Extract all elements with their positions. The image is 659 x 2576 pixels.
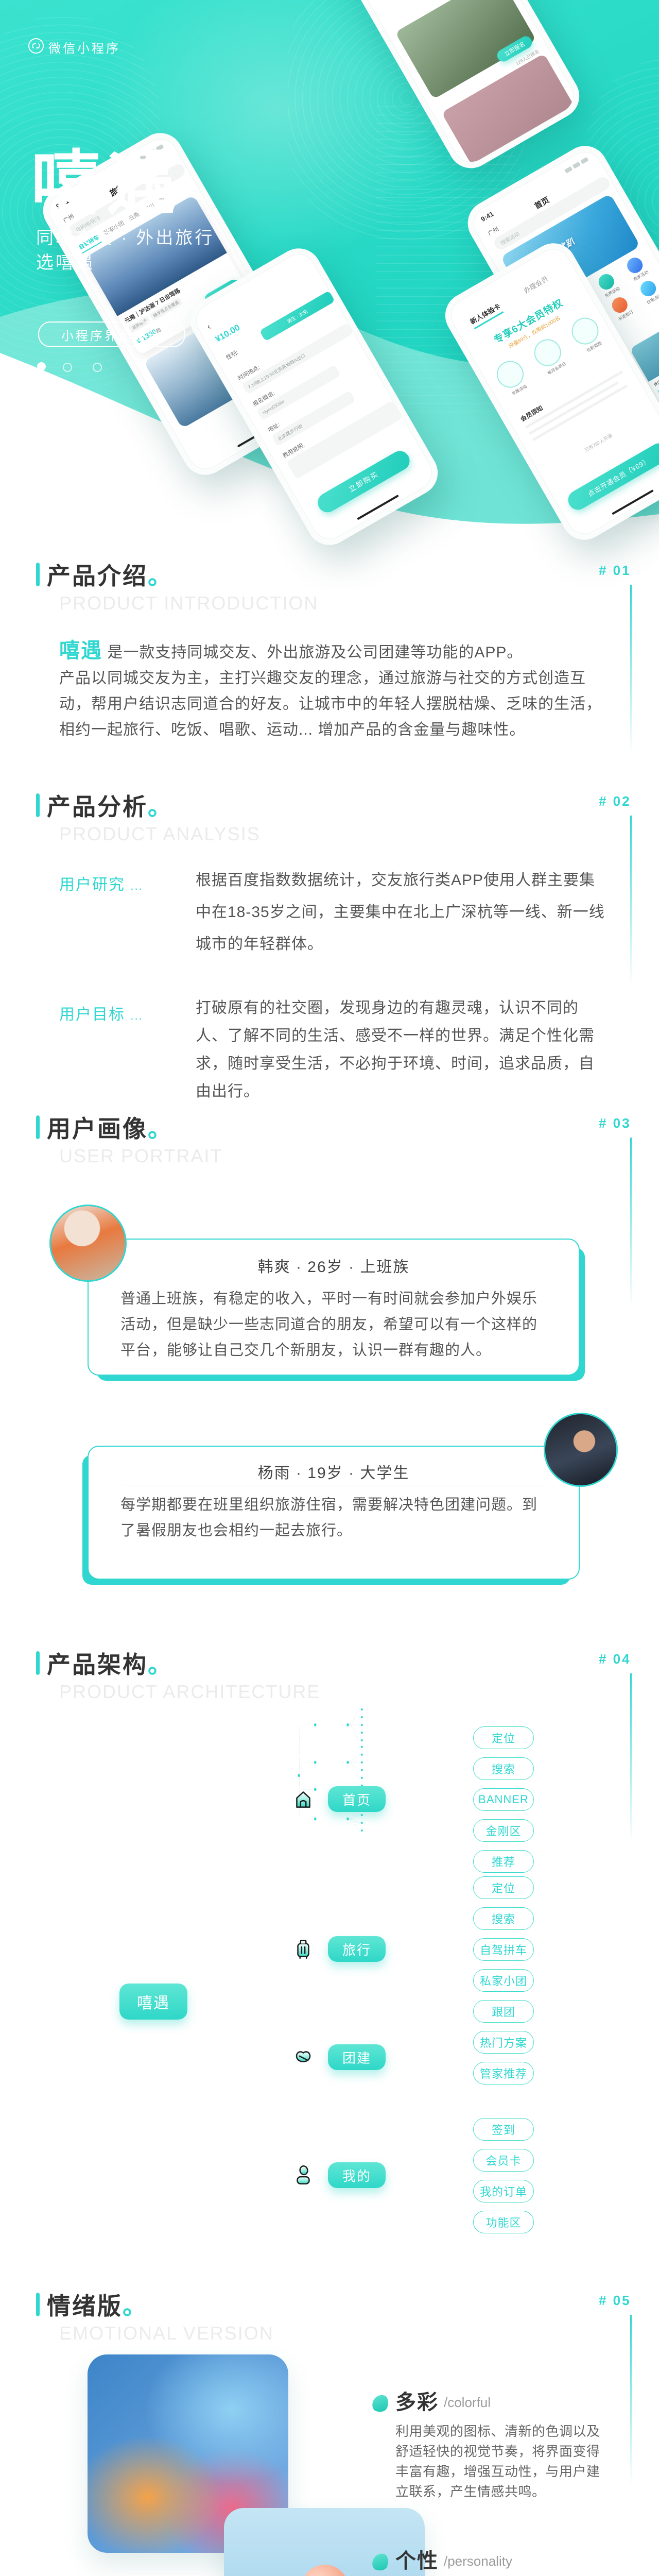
hero-pill-button[interactable]: 小程序界面设计 <box>38 321 185 347</box>
persona-card-2: 杨雨 · 19岁 · 大学生 每学期都要在班里组织旅游住宿，需要解决特色团建问题… <box>88 1446 580 1580</box>
section-title-architecture: 产品架构。 <box>47 1651 173 1678</box>
analysis-label-research: 用户研究 ... <box>59 876 143 893</box>
section-number: # 05 <box>599 2293 631 2308</box>
persona1-name: 韩爽 · 26岁 · 上班族 <box>257 1259 410 1276</box>
mood-text-colorful: 利用美观的图标、清新的色调以及舒适轻快的视觉节奏，将界面变得丰富有趣，增强互动性… <box>395 2424 600 2499</box>
leaf-icon <box>370 2393 391 2414</box>
carousel-dot[interactable] <box>63 363 72 372</box>
section-tick <box>36 1115 40 1139</box>
section-subtitle-en: PRODUCT INTRODUCTION <box>59 592 319 614</box>
mood-en-colorful: /colorful <box>444 2395 491 2410</box>
phone5-tab-active[interactable]: 新人体验卡 <box>468 301 504 330</box>
persona1-text: 普通上班族，有稳定的收入，平时一有时间就会参加户外娱乐活动，但是缺少一些志同道合… <box>120 1291 538 1359</box>
phone3-time: 9:41 <box>479 210 495 224</box>
mindmap-node: 跟团 <box>473 2000 534 2023</box>
mindmap-branch-home: 首页 <box>328 1786 386 1812</box>
section-title-intro: 产品介绍。 <box>47 563 173 589</box>
section-number: # 03 <box>599 1115 631 1131</box>
mindmap-node: 推荐 <box>473 1850 534 1873</box>
analysis-goal-text: 打破原有的社交圈，发现身边的有趣灵魂，认识不同的人、了解不同的生活、感受不一样的… <box>196 999 595 1100</box>
brand-name: 嘻遇 <box>59 639 102 662</box>
mindmap-node: 功能区 <box>473 2211 534 2233</box>
mindmap-branch-travel: 旅行 <box>328 1936 386 1962</box>
hero-title: 嘻遇 <box>31 144 181 223</box>
carousel-dot[interactable] <box>93 363 102 372</box>
mindmap-node: 搜索 <box>473 1907 534 1930</box>
phone4-gender-chip[interactable]: 男生 · 女生 <box>259 290 335 342</box>
home-icon <box>291 1787 315 1811</box>
section-tick <box>36 563 40 586</box>
section-number: # 01 <box>599 563 631 578</box>
teambuilding-icon <box>291 2045 315 2069</box>
section-subtitle-en: PRODUCT ARCHITECTURE <box>59 1681 321 1702</box>
mindmap-node: BANNER <box>473 1788 534 1811</box>
mindmap-node: 我的订单 <box>473 2180 534 2202</box>
section-subtitle-en: PRODUCT ANALYSIS <box>59 823 261 844</box>
mindmap-node: 私家小团 <box>473 1969 534 1992</box>
mood-word-colorful: 多彩 <box>395 2391 439 2414</box>
section-title-mood: 情绪版。 <box>47 2293 148 2319</box>
profile-icon <box>291 2163 315 2187</box>
intro-body: 嘻遇 是一款支持同城交友、外出旅游及公司团建等功能的APP。 产品以同城交友为主… <box>59 639 602 738</box>
phone4-field-value[interactable]: 7.10晚上19:30北京路地铁A出口 <box>241 323 354 395</box>
mindmap-node: 自驾拼车 <box>473 1938 534 1961</box>
mindmap-node: 签到 <box>473 2118 534 2141</box>
mindmap-node: 管家推荐 <box>473 2062 534 2084</box>
section-accent-line <box>630 2315 632 2485</box>
luggage-icon <box>291 1937 315 1961</box>
section-tick <box>36 1651 40 1675</box>
hero-subtitle-2: 选嘻遇 <box>36 253 95 273</box>
section-number: # 02 <box>599 793 631 809</box>
persona2-text: 每学期都要在班里组织旅游住宿，需要解决特色团建问题。到了暑假朋友也会相约一起去旅… <box>120 1497 538 1539</box>
mindmap-node: 会员卡 <box>473 2149 534 2172</box>
section-accent-line <box>630 1673 632 1843</box>
phone5-tab[interactable]: 办理会员 <box>522 275 550 295</box>
mindmap-node: 金刚区 <box>473 1819 534 1842</box>
analysis-research-text: 根据百度指数数据统计，交友旅行类APP使用人群主要集中在18-35岁之间，主要集… <box>196 872 605 953</box>
mindmap-branch-team: 团建 <box>328 2044 386 2070</box>
section-tick <box>36 2293 40 2316</box>
analysis-label-goal: 用户目标 ... <box>59 1006 143 1023</box>
section-tick <box>36 793 40 817</box>
phone4-back-button[interactable]: ‹ <box>205 321 213 332</box>
section-accent-line <box>630 585 632 755</box>
persona2-avatar <box>544 1413 618 1487</box>
persona2-name: 杨雨 · 19岁 · 大学生 <box>257 1465 410 1482</box>
phone4-field-label: 性别: <box>225 349 239 362</box>
mindmap-root: 嘻遇 <box>119 1984 187 2020</box>
section-subtitle-en: USER PORTRAIT <box>59 1145 223 1166</box>
icecream-scoop <box>301 2565 349 2576</box>
section-title-analysis: 产品分析。 <box>47 793 173 820</box>
persona-card-1: 韩爽 · 26岁 · 上班族 普通上班族，有稳定的收入，平时一有时间就会参加户外… <box>88 1239 580 1376</box>
mood-en-personality: /personality <box>444 2553 512 2569</box>
mindmap-node: 搜索 <box>473 1757 534 1780</box>
carousel-dot-active[interactable] <box>37 362 46 371</box>
mindmap-node: 定位 <box>473 1876 534 1899</box>
section-title-portrait: 用户画像。 <box>47 1115 173 1142</box>
mindmap-branch-mine: 我的 <box>328 2162 386 2188</box>
phone4-price: ¥10.00 <box>213 322 242 345</box>
mindmap-node: 定位 <box>473 1726 534 1749</box>
miniprogram-logo-icon <box>28 38 44 54</box>
section-accent-line <box>630 1138 632 1308</box>
section-accent-line <box>630 816 632 986</box>
mood-word-personality: 个性 <box>395 2550 439 2572</box>
hero-badge-label: 微信小程序 <box>48 42 120 56</box>
persona1-avatar <box>49 1205 127 1282</box>
moodboard-image-icecream <box>224 2508 425 2576</box>
mindmap-node: 热门方案 <box>473 2031 534 2054</box>
section-subtitle-en: EMOTIONAL VERSION <box>59 2323 274 2344</box>
section-number: # 04 <box>599 1651 631 1667</box>
hero-subtitle-1: 同城交友 · 外出旅行 <box>36 228 215 248</box>
